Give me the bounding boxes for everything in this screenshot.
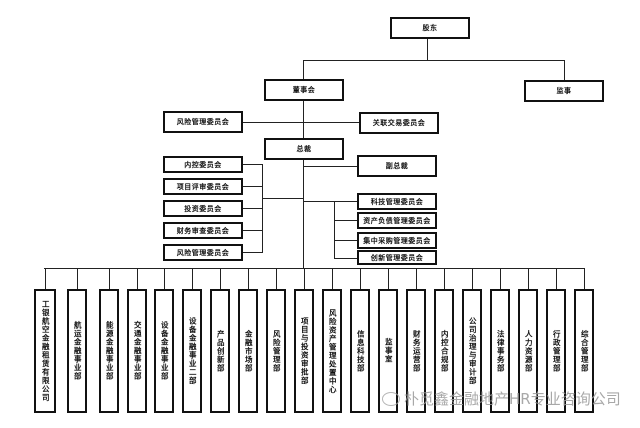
connector-line — [109, 268, 110, 289]
connector-line — [248, 268, 249, 289]
connector-line — [242, 164, 262, 165]
connector-line — [303, 60, 304, 79]
supervisor-box: 监事 — [524, 80, 604, 102]
department-box: 项目与投资审批部 — [294, 289, 314, 413]
department-box: 设备金融事业二部 — [182, 289, 202, 413]
connector-line — [45, 268, 46, 289]
connector-line — [334, 201, 335, 258]
watermark: 朴觅鑫金融地产HR专业咨询公司 — [382, 388, 621, 409]
department-box: 法律事务部 — [490, 289, 510, 413]
department-box: 公司治理与审计部 — [462, 289, 482, 413]
shareholders-box: 股东 — [390, 17, 470, 39]
department-box: 金融市场部 — [238, 289, 258, 413]
connector-line — [304, 268, 305, 289]
connector-line — [360, 268, 361, 289]
wechat-icon — [382, 391, 400, 406]
department-box: 能源金融事业部 — [99, 289, 119, 413]
connector-line — [528, 268, 529, 289]
connector-line — [276, 268, 277, 289]
department-box: 监事室 — [378, 289, 398, 413]
department-box: 内控合规部 — [434, 289, 454, 413]
connector-line — [427, 39, 428, 60]
connector-line — [416, 268, 417, 289]
connector-line — [242, 230, 262, 231]
department-bus-line — [44, 268, 584, 269]
department-box: 人力资源部 — [518, 289, 538, 413]
connector-line — [303, 201, 358, 202]
connector-line — [584, 268, 585, 289]
connector-line — [303, 160, 304, 268]
president-box: 总裁 — [264, 138, 344, 160]
internal-control-committee-box: 内控委员会 — [163, 156, 243, 173]
connector-line — [332, 268, 333, 289]
connector-line — [192, 268, 193, 289]
department-box: 风险资产管理处置中心 — [322, 289, 342, 413]
board-box: 董事会 — [264, 79, 344, 101]
risk-management-committee-box: 风险管理委员会 — [163, 244, 243, 261]
connector-line — [242, 122, 360, 123]
connector-line — [303, 101, 304, 138]
procurement-committee-box: 集中采购管理委员会 — [357, 232, 437, 249]
department-box: 设备金融事业部 — [154, 289, 174, 413]
watermark-text: 朴觅鑫金融地产HR专业咨询公司 — [404, 390, 621, 408]
finance-review-committee-box: 财务审查委员会 — [163, 222, 243, 239]
connector-line — [444, 268, 445, 289]
department-box: 工银航空金融租赁有限公司 — [34, 289, 56, 413]
connector-line — [334, 258, 358, 259]
department-box: 信息科技部 — [350, 289, 370, 413]
investment-committee-box: 投资委员会 — [163, 200, 243, 217]
department-box: 行政管理部 — [546, 289, 566, 413]
connector-line — [242, 186, 262, 187]
department-box: 财务运营部 — [406, 289, 426, 413]
connector-line — [262, 198, 303, 199]
connector-line — [220, 268, 221, 289]
department-box: 航运金融事业部 — [67, 289, 87, 413]
department-box: 产品创新部 — [210, 289, 230, 413]
connector-line — [242, 252, 262, 253]
connector-line — [556, 268, 557, 289]
asset-liability-committee-box: 资产负债管理委员会 — [357, 212, 437, 229]
board-risk-committee-box: 风险管理委员会 — [163, 111, 243, 133]
tech-management-committee-box: 科技管理委员会 — [357, 193, 437, 210]
department-box: 综合管理部 — [574, 289, 594, 413]
connector-line — [564, 60, 565, 80]
connector-line — [334, 240, 358, 241]
department-box: 交通金融事业部 — [127, 289, 147, 413]
connector-line — [77, 268, 78, 289]
vice-president-box: 副总裁 — [357, 155, 437, 177]
connector-line — [262, 164, 263, 253]
connector-line — [334, 220, 358, 221]
connector-line — [388, 268, 389, 289]
project-review-committee-box: 项目评审委员会 — [163, 178, 243, 195]
connector-line — [500, 268, 501, 289]
innovation-committee-box: 创新管理委员会 — [357, 250, 437, 265]
connector-line — [303, 60, 565, 61]
connector-line — [242, 208, 262, 209]
department-box: 风险管理部 — [266, 289, 286, 413]
connector-line — [472, 268, 473, 289]
related-transaction-committee-box: 关联交易委员会 — [359, 112, 439, 134]
connector-line — [303, 166, 358, 167]
connector-line — [164, 268, 165, 289]
connector-line — [137, 268, 138, 289]
